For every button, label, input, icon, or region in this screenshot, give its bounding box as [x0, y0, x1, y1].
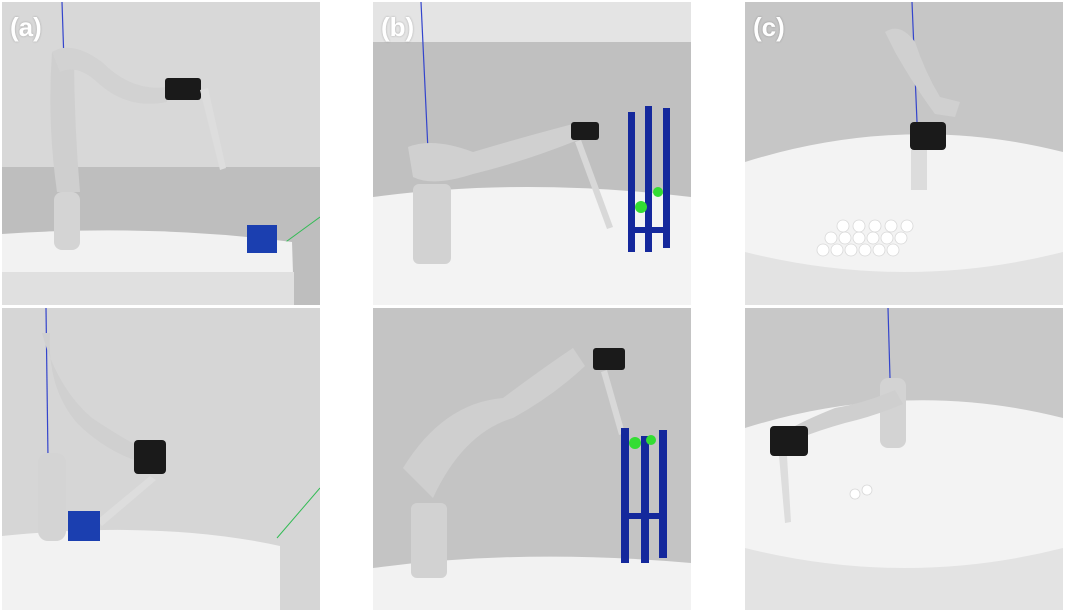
- white-ball: [849, 488, 861, 500]
- robot-link-1: [885, 28, 960, 118]
- robot-base: [38, 453, 66, 541]
- white-balls: [816, 219, 914, 257]
- robot-link-1: [795, 390, 903, 438]
- panel-a-top: (a): [2, 2, 320, 305]
- tool-rod: [779, 456, 791, 523]
- scene-b-top: [373, 2, 691, 305]
- blue-cube: [247, 225, 277, 253]
- scene-b-bottom: [373, 308, 691, 610]
- table-top: [745, 400, 1063, 610]
- blue-rack: [621, 428, 667, 563]
- table-side: [745, 548, 1063, 610]
- table-top: [373, 556, 691, 610]
- robot-link-1: [50, 52, 80, 192]
- green-ball: [653, 187, 663, 197]
- gripper: [910, 122, 946, 150]
- tool-rod: [97, 476, 156, 526]
- panel-b-bottom: [373, 308, 691, 610]
- blue-cube: [68, 511, 100, 541]
- robot-link-2: [52, 47, 167, 104]
- gripper: [770, 426, 808, 456]
- gripper: [593, 348, 625, 370]
- green-ball: [629, 437, 641, 449]
- panel-label: (c): [753, 12, 785, 42]
- panel-b-top: (b): [373, 2, 691, 305]
- gripper: [134, 440, 166, 474]
- green-ball: [635, 201, 647, 213]
- white-ball: [861, 484, 873, 496]
- y-axis-line: [276, 487, 320, 539]
- tool-rod: [575, 140, 613, 229]
- gripper: [571, 122, 599, 140]
- scene-a-bottom: [2, 308, 320, 610]
- tool-rod: [911, 150, 927, 190]
- table-side: [2, 272, 294, 305]
- green-ball: [646, 435, 656, 445]
- scene-a-top: [2, 2, 320, 305]
- z-axis-line: [887, 308, 891, 379]
- robot-base: [54, 192, 80, 250]
- robot-base: [880, 378, 906, 448]
- panel-a-bottom: [2, 308, 320, 610]
- table-top: [2, 529, 280, 610]
- robot-base: [411, 503, 447, 578]
- scene-c-bottom: [745, 308, 1063, 610]
- table-top: [373, 187, 691, 305]
- table-top: [745, 134, 1063, 305]
- sky: [373, 2, 691, 42]
- panel-label: (b): [381, 12, 415, 42]
- scene-c-top: [745, 2, 1063, 305]
- table-side: [745, 252, 1063, 305]
- panel-label: (a): [10, 12, 42, 42]
- tool-rod: [200, 88, 226, 170]
- panel-c-top: (c): [745, 2, 1063, 305]
- blue-rack: [628, 106, 670, 252]
- robot-link-1: [42, 333, 142, 460]
- tool-rod: [601, 370, 625, 435]
- gripper: [165, 78, 201, 100]
- robot-link-1: [408, 124, 578, 182]
- background-wall: [2, 2, 320, 167]
- robot-base: [413, 184, 451, 264]
- robot-link-1: [403, 348, 585, 498]
- panel-c-bottom: [745, 308, 1063, 610]
